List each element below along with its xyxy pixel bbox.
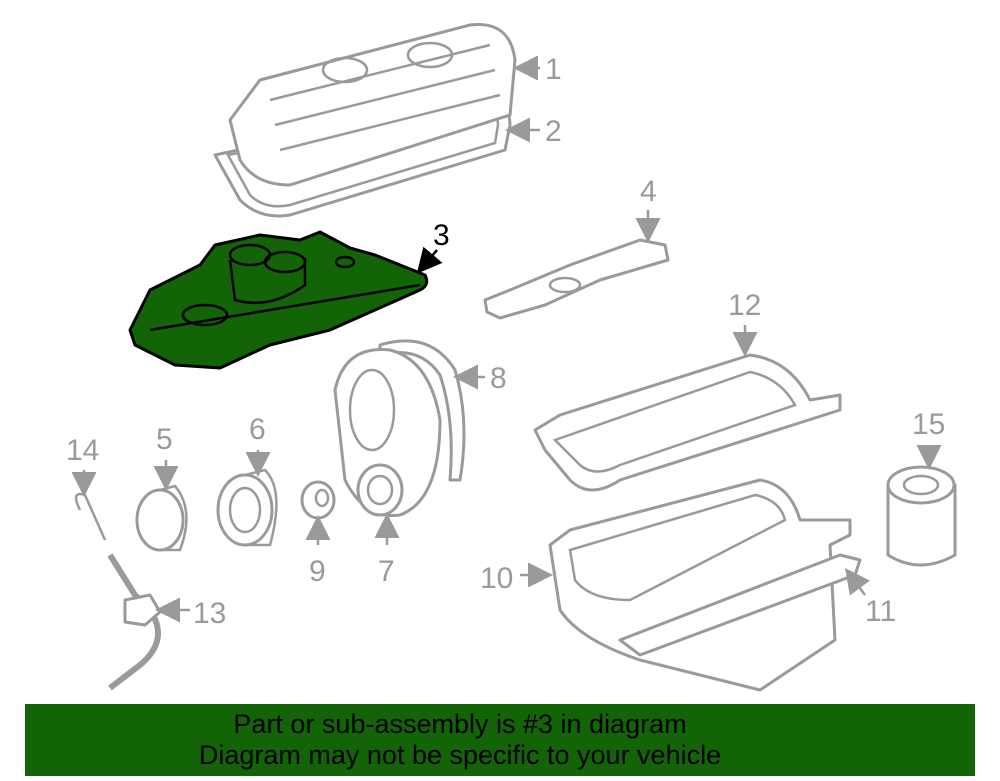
part-11-gasket[interactable] xyxy=(618,553,862,657)
callout-14[interactable]: 14 xyxy=(66,434,99,467)
callout-7[interactable]: 7 xyxy=(378,555,395,588)
part-14-dipstick[interactable] xyxy=(74,492,107,541)
callout-12[interactable]: 12 xyxy=(728,289,761,322)
callout-10[interactable]: 10 xyxy=(480,562,513,595)
part-12-oil-pan-gasket[interactable] xyxy=(533,353,842,492)
callout-leaders xyxy=(71,55,942,623)
exploded-parts-diagram: 1 2 3 4 5 6 7 8 9 10 11 12 13 14 15 xyxy=(66,22,957,692)
callout-2[interactable]: 2 xyxy=(545,115,562,148)
callout-6[interactable]: 6 xyxy=(249,413,266,446)
part-13-dipstick-tube[interactable] xyxy=(107,553,162,691)
part-3-intake-manifold[interactable] xyxy=(128,230,429,370)
callout-8[interactable]: 8 xyxy=(490,362,507,395)
info-banner: Part or sub-assembly is #3 in diagram Di… xyxy=(25,704,975,776)
part-7-timing-cover[interactable] xyxy=(333,348,442,518)
part-8-timing-cover-gasket[interactable] xyxy=(378,339,466,482)
callout-11[interactable]: 11 xyxy=(865,595,896,628)
callout-3[interactable]: 3 xyxy=(433,219,450,252)
callout-1[interactable]: 1 xyxy=(545,53,562,86)
part-6-balancer[interactable] xyxy=(216,468,278,547)
part-15-oil-filter[interactable] xyxy=(886,465,957,567)
callout-9[interactable]: 9 xyxy=(309,555,326,588)
part-9-seal[interactable] xyxy=(300,480,336,520)
callout-4[interactable]: 4 xyxy=(640,175,657,208)
callout-5[interactable]: 5 xyxy=(156,423,173,456)
banner-line-disclaimer: Diagram may not be specific to your vehi… xyxy=(198,740,722,770)
part-4-gasket-plate[interactable] xyxy=(483,238,670,320)
part-5-pulley[interactable] xyxy=(135,484,188,552)
banner-line-part: Part or sub-assembly is #3 in diagram xyxy=(233,709,687,739)
callout-15[interactable]: 15 xyxy=(912,408,945,441)
callout-13[interactable]: 13 xyxy=(193,597,226,630)
